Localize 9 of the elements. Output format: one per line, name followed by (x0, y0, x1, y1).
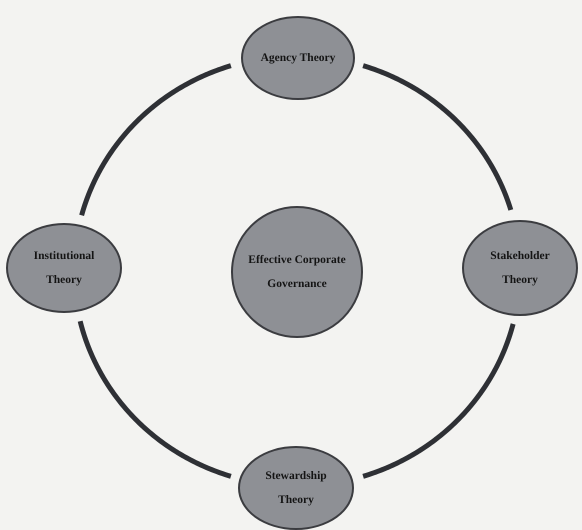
node-label: Institutional Theory (32, 248, 96, 288)
connector-arc (361, 63, 514, 212)
connector-arc (79, 63, 233, 218)
node-label: Agency Theory (260, 50, 336, 66)
connector-arc (78, 319, 233, 479)
connector-arc (361, 322, 516, 479)
node-label: Stewardship Theory (264, 468, 328, 508)
node-label: Effective Corporate Governance (247, 252, 347, 292)
node-label: Stakeholder Theory (489, 248, 551, 288)
